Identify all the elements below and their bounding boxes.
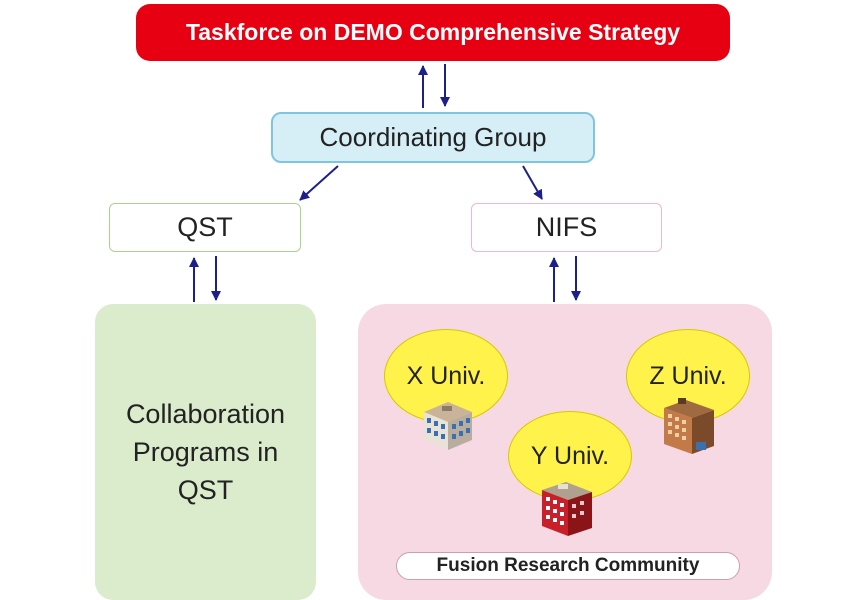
collaboration-programs-text: Collaboration Programs in QST: [126, 395, 285, 509]
university-bubble-z: Z Univ.: [626, 329, 750, 423]
collaboration-programs-box: Collaboration Programs in QST: [95, 304, 316, 600]
nifs-label: NIFS: [535, 212, 598, 242]
arrow-to-qst: [299, 165, 339, 201]
university-label: Y Univ.: [530, 441, 610, 470]
community-label: Fusion Research Community: [436, 555, 700, 576]
qst-label: QST: [177, 212, 233, 242]
collaboration-line: Programs in: [132, 437, 279, 467]
coordinating-group-label: Coordinating Group: [319, 122, 547, 152]
taskforce-box: Taskforce on DEMO Comprehensive Strategy: [136, 4, 730, 61]
collaboration-line: QST: [177, 475, 234, 505]
collaboration-line: Collaboration: [125, 399, 286, 429]
arrow-to-nifs: [522, 165, 543, 200]
building-icon: [664, 398, 714, 454]
building-icon: [424, 402, 472, 450]
university-label: X Univ.: [406, 361, 486, 390]
coordinating-group-box: Coordinating Group: [271, 112, 595, 163]
nifs-box: NIFS: [471, 203, 662, 252]
qst-box: QST: [109, 203, 301, 252]
university-label: Z Univ.: [649, 361, 727, 390]
taskforce-title: Taskforce on DEMO Comprehensive Strategy: [185, 19, 681, 45]
building-icon: [542, 482, 592, 536]
fusion-research-community-box: X Univ. Z Univ. Y Univ.: [358, 304, 772, 600]
fusion-research-community-label: Fusion Research Community: [396, 552, 740, 580]
university-bubble-y: Y Univ.: [508, 411, 632, 501]
